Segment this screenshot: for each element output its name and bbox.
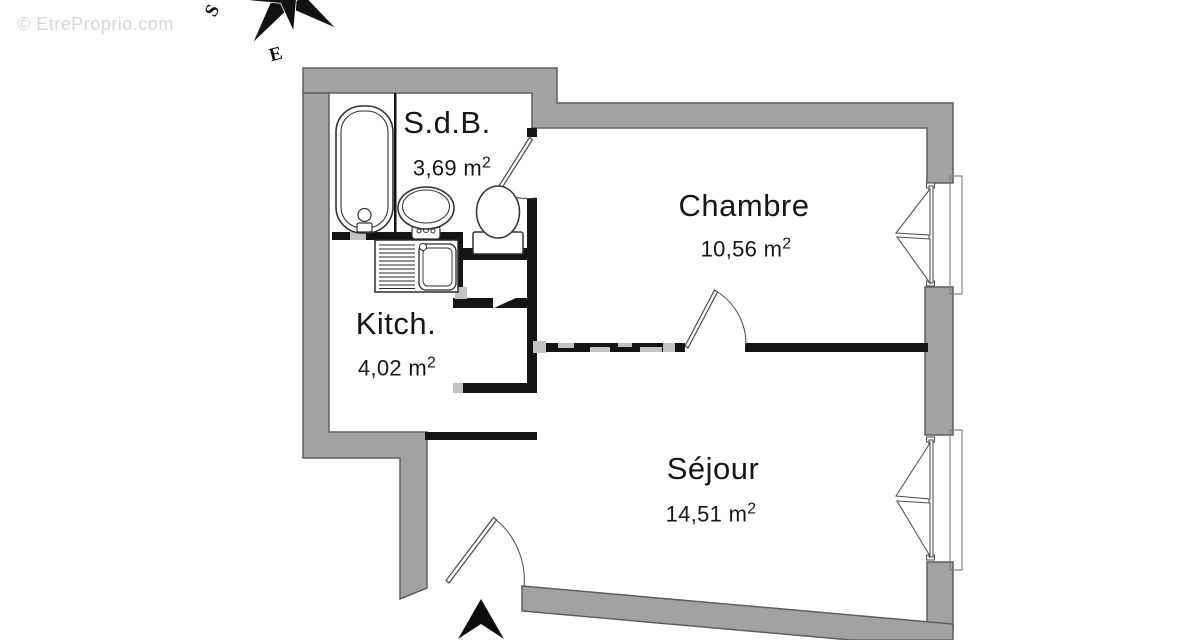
- closet-door-mark: [494, 298, 516, 308]
- watermark-artifacts: [350, 232, 675, 393]
- wall-hall-right: [527, 198, 537, 393]
- wall-closet-bottom-right: [516, 298, 537, 308]
- doors: [445, 136, 747, 588]
- pier-bottom-right: [926, 561, 954, 629]
- kitchen-tap: [419, 243, 427, 251]
- toilet: [472, 185, 524, 255]
- wall-closet-bottom: [453, 298, 493, 308]
- outer-wall-bottom-slanted: [521, 585, 954, 640]
- chambre-door: [684, 289, 747, 349]
- room-area-kitchen-sup: 2: [426, 354, 437, 372]
- wall-chambre-sejour-right: [745, 343, 928, 352]
- kitchen-counter: [374, 239, 459, 293]
- room-area-sdb-value: 3,69 m: [412, 155, 482, 181]
- wall-bath-door-stub: [527, 128, 537, 137]
- room-label-sejour: Séjour: [666, 451, 760, 486]
- outer-wall-top: [302, 67, 954, 184]
- room-label-chambre: Chambre: [678, 188, 810, 223]
- room-area-sejour-value: 14,51 m: [665, 501, 748, 527]
- wall-sejour-topleft: [425, 432, 537, 440]
- room-area-chambre: 10,56 m2: [701, 235, 792, 262]
- room-area-sdb: 3,69 m2: [413, 154, 491, 181]
- room-label-kitchen: Kitch.: [355, 306, 437, 341]
- room-area-sejour: 14,51 m2: [666, 500, 757, 527]
- room-area-chambre-value: 10,56 m: [700, 236, 783, 262]
- window-sejour: [895, 429, 963, 571]
- bathtub: [335, 105, 394, 234]
- pier-between-windows: [924, 286, 954, 436]
- bathroom-sink: [397, 186, 455, 240]
- room-area-sejour-sup: 2: [747, 500, 757, 518]
- compass-rose-icon: [237, 0, 337, 44]
- wall-hall-bottom: [453, 383, 537, 393]
- window-chambre: [894, 175, 963, 295]
- room-area-kitchen: 4,02 m2: [358, 354, 436, 381]
- outer-walls: [302, 67, 954, 640]
- room-area-kitchen-value: 4,02 m: [357, 355, 427, 381]
- wall-chambre-sejour-left: [537, 343, 685, 352]
- room-area-chambre-sup: 2: [782, 235, 792, 253]
- site-watermark: © EtreProprio.com: [17, 14, 174, 34]
- drainer-lines: [379, 244, 415, 289]
- entrance-door: [445, 516, 525, 588]
- wall-kitchen-right: [457, 240, 463, 287]
- wall-bath-kitchen: [332, 232, 463, 240]
- wall-tub-separator: [394, 93, 397, 232]
- outer-wall-left: [302, 92, 428, 601]
- room-area-sdb-sup: 2: [481, 154, 492, 172]
- entrance-arrow: [458, 599, 504, 639]
- room-label-sdb: S.d.B.: [403, 105, 491, 140]
